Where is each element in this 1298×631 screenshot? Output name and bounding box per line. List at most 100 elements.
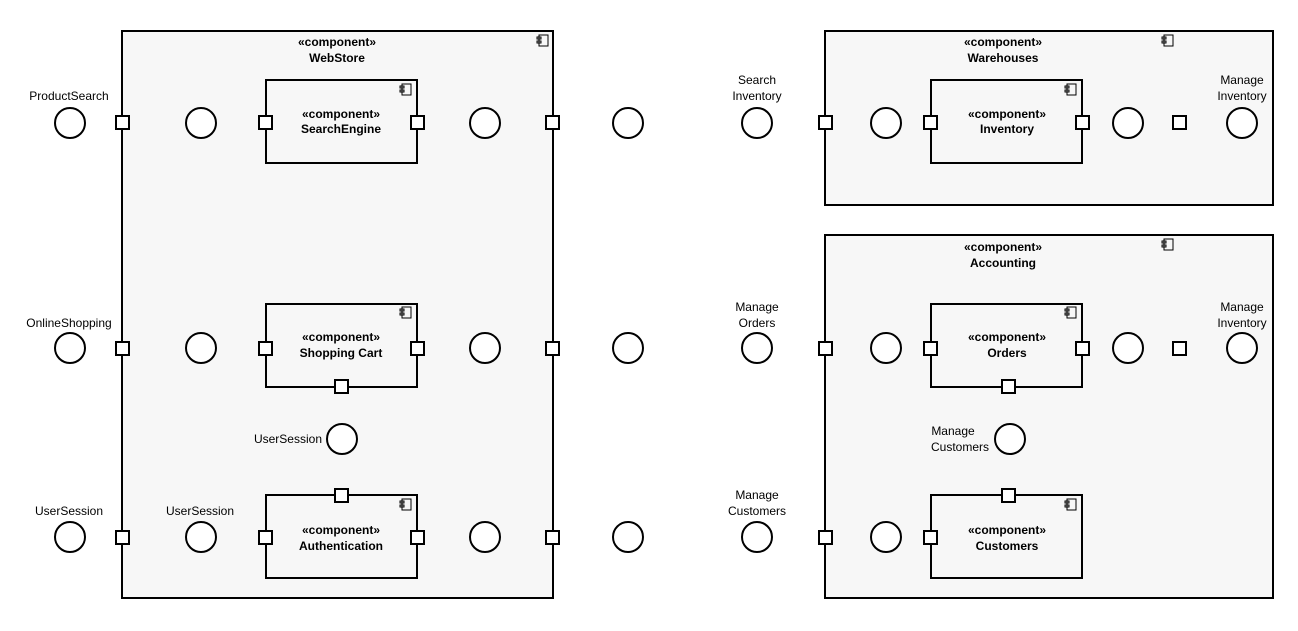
interface-search-engine-provided[interactable] bbox=[185, 107, 217, 139]
label-manage-inventory-accounting-line1: Manage bbox=[1220, 300, 1264, 314]
inventory-title: Inventory bbox=[980, 122, 1034, 136]
interface-user-session-outer[interactable] bbox=[54, 521, 86, 553]
label-manage-inventory-warehouses-line2: Inventory bbox=[1217, 89, 1266, 103]
port-inventory-left[interactable] bbox=[923, 115, 938, 130]
component-icon bbox=[1064, 83, 1077, 96]
component-icon bbox=[1161, 238, 1174, 251]
label-search-inventory-line1: Search bbox=[738, 73, 776, 87]
component-search-engine[interactable]: «component» SearchEngine bbox=[265, 79, 418, 164]
search-engine-title: SearchEngine bbox=[301, 122, 381, 136]
interface-shopping-cart-required[interactable] bbox=[469, 332, 501, 364]
interface-product-search[interactable] bbox=[54, 107, 86, 139]
label-manage-inventory-warehouses-line1: Manage bbox=[1220, 73, 1264, 87]
interface-orders-required[interactable] bbox=[1112, 332, 1144, 364]
webstore-title: WebStore bbox=[309, 51, 365, 65]
port-accounting-orders-left[interactable] bbox=[818, 341, 833, 356]
label-manage-customers-outer-line2: Customers bbox=[728, 504, 786, 518]
component-icon bbox=[399, 83, 412, 96]
interface-search-engine-required[interactable] bbox=[469, 107, 501, 139]
component-icon bbox=[1161, 34, 1174, 47]
port-search-engine-left[interactable] bbox=[258, 115, 273, 130]
interface-inventory-provided[interactable] bbox=[870, 107, 902, 139]
port-accounting-orders-right[interactable] bbox=[1172, 341, 1187, 356]
port-orders-right[interactable] bbox=[1075, 341, 1090, 356]
authentication-title: Authentication bbox=[299, 539, 383, 553]
customers-stereotype: «component» bbox=[968, 523, 1046, 537]
port-customers-left[interactable] bbox=[923, 530, 938, 545]
accounting-title: Accounting bbox=[970, 256, 1036, 270]
inventory-stereotype: «component» bbox=[968, 107, 1046, 121]
component-authentication[interactable]: «component» Authentication bbox=[265, 494, 418, 579]
label-manage-orders-line1: Manage bbox=[735, 300, 779, 314]
port-warehouses-left[interactable] bbox=[818, 115, 833, 130]
port-authentication-top[interactable] bbox=[334, 488, 349, 503]
port-webstore-cart-right[interactable] bbox=[545, 341, 560, 356]
port-authentication-left[interactable] bbox=[258, 530, 273, 545]
label-product-search: ProductSearch bbox=[29, 89, 108, 103]
interface-orders-provided[interactable] bbox=[870, 332, 902, 364]
orders-title: Orders bbox=[987, 346, 1027, 360]
interface-inventory-required[interactable] bbox=[1112, 107, 1144, 139]
port-customers-top[interactable] bbox=[1001, 488, 1016, 503]
interface-webstore-auth-out[interactable] bbox=[612, 521, 644, 553]
label-manage-customers-inner-line1: Manage bbox=[931, 424, 975, 438]
component-icon bbox=[536, 34, 549, 47]
component-icon bbox=[1064, 498, 1077, 511]
port-authentication-right[interactable] bbox=[410, 530, 425, 545]
component-orders[interactable]: «component» Orders bbox=[930, 303, 1083, 388]
port-product-search[interactable] bbox=[115, 115, 130, 130]
port-orders-left[interactable] bbox=[923, 341, 938, 356]
port-warehouses-right[interactable] bbox=[1172, 115, 1187, 130]
port-inventory-right[interactable] bbox=[1075, 115, 1090, 130]
port-user-session-outer[interactable] bbox=[115, 530, 130, 545]
warehouses-stereotype: «component» bbox=[964, 35, 1042, 49]
search-engine-stereotype: «component» bbox=[302, 107, 380, 121]
port-search-engine-right[interactable] bbox=[410, 115, 425, 130]
accounting-stereotype: «component» bbox=[964, 240, 1042, 254]
interface-webstore-cart-out[interactable] bbox=[612, 332, 644, 364]
interface-webstore-search-out[interactable] bbox=[612, 107, 644, 139]
interface-customers-provided[interactable] bbox=[870, 521, 902, 553]
component-inventory[interactable]: «component» Inventory bbox=[930, 79, 1083, 164]
interface-user-session-auth[interactable] bbox=[185, 521, 217, 553]
label-online-shopping: OnlineShopping bbox=[26, 316, 111, 330]
interface-search-inventory[interactable] bbox=[741, 107, 773, 139]
shopping-cart-stereotype: «component» bbox=[302, 330, 380, 344]
interface-shopping-cart-provided[interactable] bbox=[185, 332, 217, 364]
label-search-inventory-line2: Inventory bbox=[732, 89, 781, 103]
port-online-shopping[interactable] bbox=[115, 341, 130, 356]
authentication-stereotype: «component» bbox=[302, 523, 380, 537]
interface-manage-inventory-accounting[interactable] bbox=[1226, 332, 1258, 364]
shopping-cart-title: Shopping Cart bbox=[300, 346, 383, 360]
port-shopping-cart-left[interactable] bbox=[258, 341, 273, 356]
port-orders-bottom[interactable] bbox=[1001, 379, 1016, 394]
interface-manage-orders[interactable] bbox=[741, 332, 773, 364]
interface-manage-inventory-warehouses[interactable] bbox=[1226, 107, 1258, 139]
port-shopping-cart-bottom[interactable] bbox=[334, 379, 349, 394]
component-icon bbox=[399, 306, 412, 319]
port-accounting-customers-left[interactable] bbox=[818, 530, 833, 545]
interface-online-shopping[interactable] bbox=[54, 332, 86, 364]
component-customers[interactable]: «component» Customers bbox=[930, 494, 1083, 579]
label-manage-customers-inner-line2: Customers bbox=[931, 440, 989, 454]
port-shopping-cart-right[interactable] bbox=[410, 341, 425, 356]
label-user-session-cart: UserSession bbox=[254, 432, 322, 446]
label-manage-orders-line2: Orders bbox=[739, 316, 776, 330]
component-shopping-cart[interactable]: «component» Shopping Cart bbox=[265, 303, 418, 388]
interface-user-session-cart[interactable] bbox=[326, 423, 358, 455]
label-manage-inventory-accounting-line2: Inventory bbox=[1217, 316, 1266, 330]
interface-manage-customers-outer[interactable] bbox=[741, 521, 773, 553]
interface-manage-customers-inner[interactable] bbox=[994, 423, 1026, 455]
warehouses-title: Warehouses bbox=[968, 51, 1039, 65]
interface-authentication-required[interactable] bbox=[469, 521, 501, 553]
port-webstore-search-right[interactable] bbox=[545, 115, 560, 130]
webstore-stereotype: «component» bbox=[298, 35, 376, 49]
component-icon bbox=[399, 498, 412, 511]
label-manage-customers-outer-line1: Manage bbox=[735, 488, 779, 502]
label-user-session-auth: UserSession bbox=[166, 504, 234, 518]
orders-stereotype: «component» bbox=[968, 330, 1046, 344]
customers-title: Customers bbox=[976, 539, 1039, 553]
component-icon bbox=[1064, 306, 1077, 319]
port-webstore-auth-right[interactable] bbox=[545, 530, 560, 545]
